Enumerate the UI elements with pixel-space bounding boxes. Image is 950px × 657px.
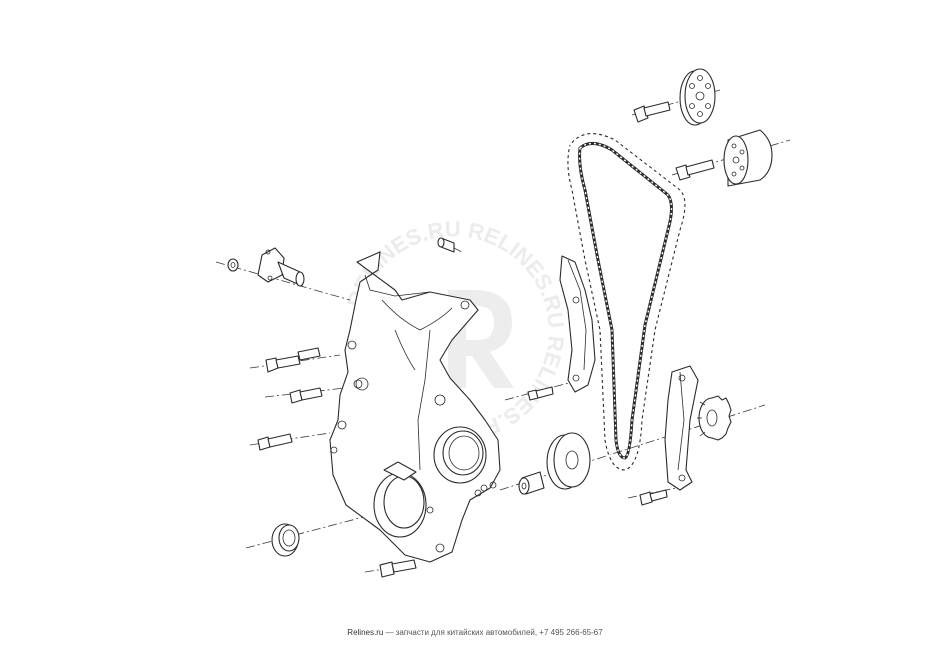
bolt-icon xyxy=(379,559,417,578)
bolt-icon xyxy=(257,433,293,451)
tensioner-arm xyxy=(664,365,699,491)
timing-chain-icon xyxy=(566,132,686,472)
page-footer: Relines.ru — запчасти для китайских авто… xyxy=(0,628,950,637)
dowel-pin xyxy=(437,237,455,253)
thrust-washer xyxy=(546,432,591,490)
chain-tensioner xyxy=(257,247,305,287)
sprocket-icon xyxy=(697,395,732,441)
chain-guide-icon xyxy=(559,255,596,393)
bolt-icon xyxy=(675,159,715,181)
bolt-icon xyxy=(633,101,671,123)
footer-site[interactable]: Relines.ru xyxy=(347,628,384,637)
bolt-icon xyxy=(265,347,321,373)
cam-phaser xyxy=(723,129,773,187)
spacer-bushing xyxy=(518,471,545,495)
oil-seal-icon xyxy=(271,523,300,557)
bolt-icon xyxy=(639,489,668,506)
cam-plate xyxy=(679,68,716,126)
bolt-icon xyxy=(289,387,323,404)
bolt-icon xyxy=(227,258,239,272)
bolt-icon xyxy=(527,386,554,401)
timing-cover xyxy=(329,251,501,563)
footer-text: — запчасти для китайских автомобилей, +7… xyxy=(383,628,603,637)
